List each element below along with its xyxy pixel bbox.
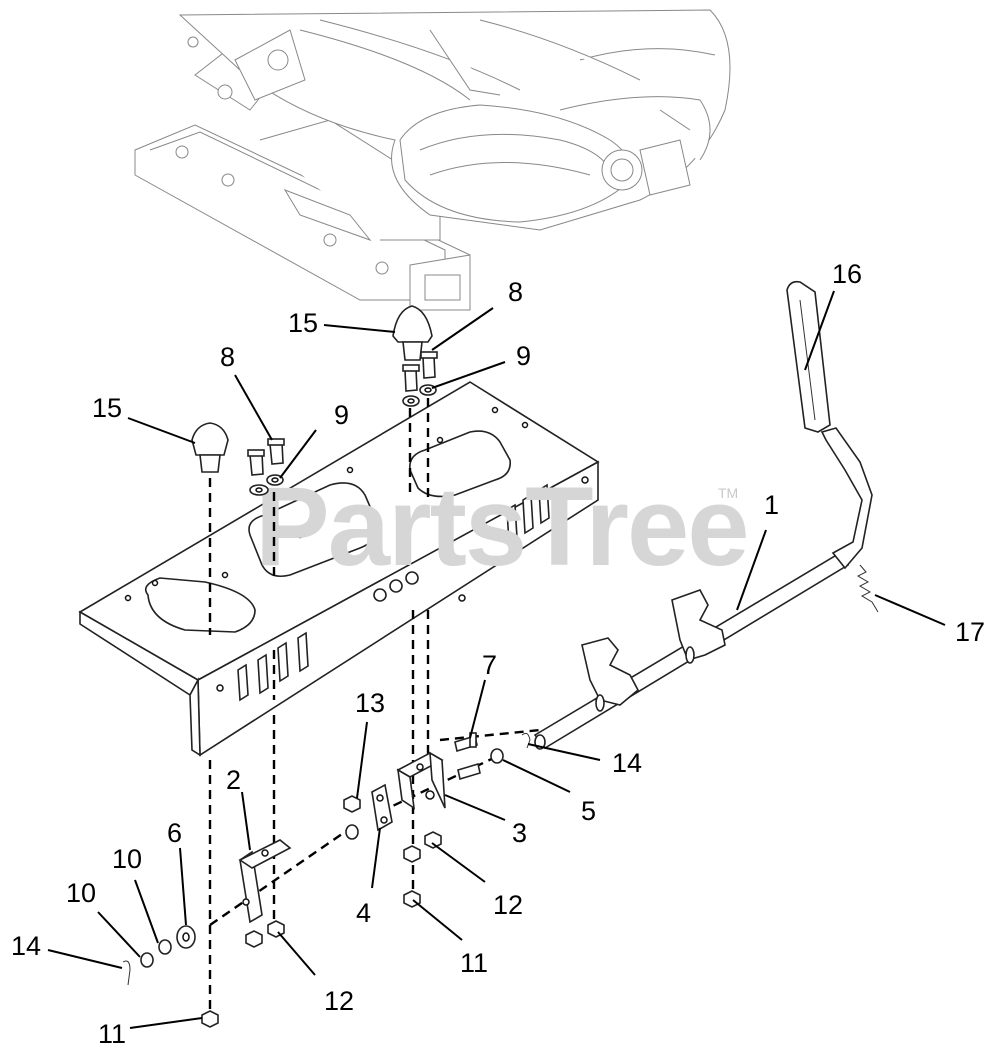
hardware: [122, 732, 531, 1028]
bracket-3: [396, 751, 446, 810]
leader-lines: [47, 290, 946, 1029]
callout-12-right: 12: [493, 890, 523, 920]
callout-14-left: 14: [11, 931, 41, 961]
bumper-right: [392, 305, 433, 361]
watermark-trademark: TM: [718, 485, 738, 501]
callout-9-left: 9: [334, 400, 349, 430]
callout-10-lower: 10: [66, 878, 96, 908]
callout-8-right: 8: [508, 277, 523, 307]
callout-1: 1: [764, 490, 779, 520]
bracket-2: [238, 839, 292, 924]
callout-5: 5: [581, 796, 596, 826]
callout-17: 17: [955, 617, 985, 647]
callout-15-left: 15: [92, 393, 122, 423]
callout-4: 4: [356, 898, 371, 928]
callout-16: 16: [832, 259, 862, 289]
watermark-text: PartsTree: [255, 464, 748, 589]
callout-15-right: 15: [288, 308, 318, 338]
bumper-left: [191, 422, 229, 473]
callout-8-left: 8: [220, 342, 235, 372]
lift-shaft: [533, 280, 879, 750]
callout-2: 2: [226, 765, 241, 795]
callout-11-left: 11: [98, 1019, 126, 1049]
callout-3: 3: [512, 818, 527, 848]
callout-9-right: 9: [516, 341, 531, 371]
callout-13: 13: [355, 688, 385, 718]
plate-4: [371, 783, 393, 832]
bolts-left: [247, 438, 285, 496]
partstree-watermark: PartsTree TM: [255, 464, 750, 589]
callout-labels: 1 2 3 4 5 6 7 8 8 9 9 10 10 11 11 12 12 …: [11, 259, 985, 1049]
callout-12-lower: 12: [324, 986, 354, 1016]
callout-11-right: 11: [460, 948, 488, 978]
callout-10-upper: 10: [112, 844, 142, 874]
callout-6: 6: [167, 818, 182, 848]
callout-14-right: 14: [612, 748, 642, 778]
seat-assembly: [134, 9, 731, 311]
callout-7: 7: [482, 650, 497, 680]
bolts-right: [402, 351, 438, 407]
